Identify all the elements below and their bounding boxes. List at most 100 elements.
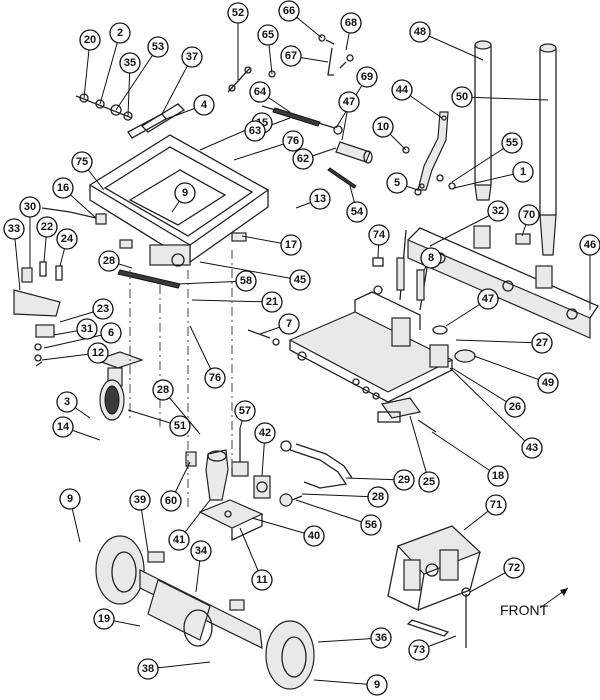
leader-line-49 xyxy=(473,355,549,384)
callout-9: 9 xyxy=(59,488,81,510)
callout-18: 18 xyxy=(487,465,509,487)
callout-43: 43 xyxy=(521,437,543,459)
callout-number: 20 xyxy=(84,34,96,46)
callout-circle xyxy=(278,313,300,335)
callout-circle xyxy=(372,116,394,138)
callout-number: 2 xyxy=(117,27,123,39)
callout-circle xyxy=(261,291,283,313)
callout-circle xyxy=(152,379,174,401)
callout-number: 39 xyxy=(134,494,146,506)
leader-line-28 xyxy=(301,493,379,498)
bushing-49 xyxy=(454,349,476,363)
callout-circle xyxy=(234,400,256,422)
spring-rod-64 xyxy=(261,105,343,135)
callout-47: 47 xyxy=(338,91,360,113)
callout-circle xyxy=(244,120,266,142)
callout-circle xyxy=(280,234,302,256)
pipe-29 xyxy=(280,440,353,489)
callout-circle xyxy=(93,608,115,630)
callout-circle xyxy=(168,529,190,551)
rod-16 xyxy=(41,207,107,225)
callout-circle xyxy=(485,494,507,516)
parts-layer xyxy=(13,34,599,690)
callout-number: 5 xyxy=(394,177,400,189)
leader-line-43 xyxy=(449,367,533,449)
callout-72: 72 xyxy=(503,557,525,579)
leader-line-27 xyxy=(455,339,543,344)
callout-71: 71 xyxy=(485,494,507,516)
bracket-plate-40 xyxy=(198,499,264,542)
leader-line-6 xyxy=(43,332,112,349)
callout-11: 11 xyxy=(251,569,273,591)
callout-number: 50 xyxy=(456,91,468,103)
callout-number: 23 xyxy=(97,303,109,315)
fitting-57 xyxy=(231,428,249,477)
callout-circle xyxy=(249,81,271,103)
callout-number: 10 xyxy=(377,121,389,133)
callout-number: 19 xyxy=(98,613,110,625)
callout-number: 45 xyxy=(294,274,306,286)
callout-circle xyxy=(451,86,473,108)
callout-circle xyxy=(147,36,169,58)
callout-circle xyxy=(531,332,553,354)
callout-number: 11 xyxy=(256,574,268,586)
callout-number: 69 xyxy=(361,71,373,83)
callout-number: 35 xyxy=(124,57,136,69)
callout-number: 55 xyxy=(506,137,518,149)
callout-69: 69 xyxy=(356,66,378,88)
foot-block-25 xyxy=(377,397,437,433)
callout-number: 38 xyxy=(142,663,154,675)
callout-number: 44 xyxy=(396,84,409,96)
leader-line-1 xyxy=(453,171,524,189)
clip-74 xyxy=(372,257,384,295)
callout-50: 50 xyxy=(451,86,473,108)
callout-number: 67 xyxy=(285,50,297,62)
bracket-71 xyxy=(387,525,482,637)
callout-44: 44 xyxy=(391,79,413,101)
callout-36: 36 xyxy=(370,627,392,649)
rod-54 xyxy=(327,167,357,189)
callout-55: 55 xyxy=(501,132,523,154)
callout-circle xyxy=(251,569,273,591)
callout-circle xyxy=(92,298,114,320)
callout-19: 19 xyxy=(93,608,115,630)
callout-number: 42 xyxy=(259,427,271,439)
rod-58 xyxy=(117,269,181,289)
callout-42: 42 xyxy=(254,422,276,444)
callout-circle xyxy=(137,658,159,680)
hydraulic-body-41 xyxy=(205,449,229,501)
callout-46: 46 xyxy=(579,234,600,256)
callout-circle xyxy=(367,486,389,508)
callout-number: 53 xyxy=(152,41,164,53)
callout-28: 28 xyxy=(367,486,389,508)
callout-17: 17 xyxy=(280,234,302,256)
callout-28: 28 xyxy=(98,250,120,272)
callout-circle xyxy=(109,22,131,44)
callout-39: 39 xyxy=(129,489,151,511)
callout-number: 17 xyxy=(285,239,297,251)
callout-number: 9 xyxy=(374,679,380,691)
callout-circle xyxy=(193,94,215,116)
callout-circle xyxy=(360,514,382,536)
callout-circle xyxy=(280,45,302,67)
callout-number: 29 xyxy=(398,474,410,486)
leader-line-50 xyxy=(461,96,549,101)
callout-54: 54 xyxy=(346,201,368,223)
callout-66: 66 xyxy=(278,0,300,22)
callout-number: 14 xyxy=(57,421,70,433)
callout-24: 24 xyxy=(56,228,78,250)
callout-circle xyxy=(129,489,151,511)
callout-number: 72 xyxy=(508,562,520,574)
callout-9: 9 xyxy=(366,674,388,696)
callout-4: 4 xyxy=(193,94,215,116)
caster-51 xyxy=(94,351,144,421)
callout-circle xyxy=(278,0,300,22)
callout-number: 1 xyxy=(520,166,526,178)
callout-5: 5 xyxy=(386,172,408,194)
callout-number: 16 xyxy=(57,182,69,194)
callout-number: 26 xyxy=(509,401,521,413)
callout-73: 73 xyxy=(408,639,430,661)
callout-65: 65 xyxy=(257,24,279,46)
callout-26: 26 xyxy=(504,396,526,418)
leader-line-53 xyxy=(115,46,159,111)
